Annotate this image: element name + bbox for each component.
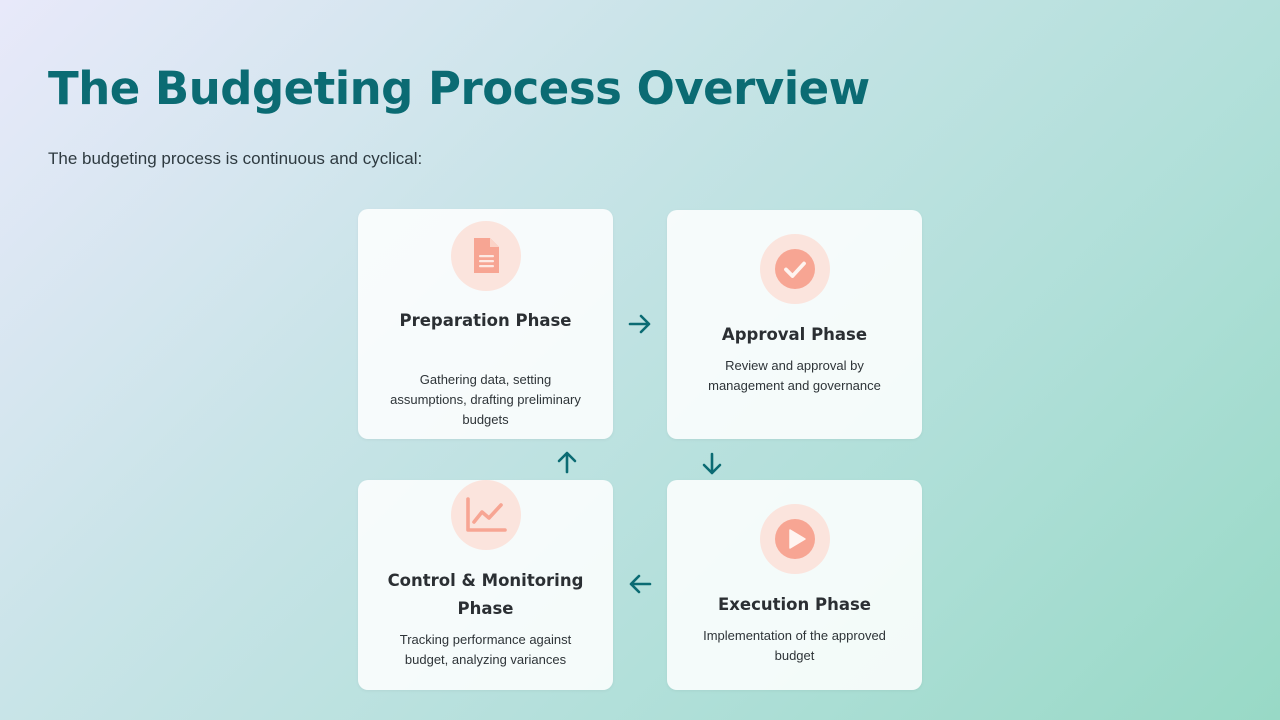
line-chart-icon [465, 497, 507, 532]
phase-title: Execution Phase [718, 595, 871, 614]
page-subtitle: The budgeting process is continuous and … [48, 149, 423, 168]
phase-description: Review and approval by management and go… [708, 358, 881, 393]
check-circle-icon [774, 249, 815, 289]
phase-title: Preparation Phase [399, 311, 572, 330]
document-icon [473, 238, 499, 273]
play-circle-icon [774, 519, 815, 559]
phase-description: Gathering data, setting assumptions, dra… [390, 372, 581, 427]
play-circle-icon-badge [759, 504, 830, 574]
phase-title: Approval Phase [721, 325, 868, 344]
arrow-left-icon [629, 574, 652, 594]
check-circle-icon-badge [759, 234, 830, 304]
document-icon-badge [450, 221, 521, 291]
phase-title: Control & Monitoring Phase [387, 571, 584, 618]
phase-description: Tracking performance against budget, ana… [399, 632, 572, 667]
card-approval-phase: Approval Phase Review and approval by ma… [667, 210, 922, 439]
card-execution-phase: Execution Phase Implementation of the ap… [667, 480, 922, 690]
arrow-right-icon [628, 314, 651, 334]
line-chart-icon-badge [450, 480, 521, 550]
arrow-up-icon [557, 451, 577, 474]
card-preparation-phase: Preparation Phase Gathering data, settin… [358, 209, 613, 439]
phase-description: Implementation of the approved budget [703, 628, 886, 663]
page-title: The Budgeting Process Overview [48, 62, 870, 115]
arrow-down-icon [702, 452, 722, 475]
card-control-monitoring-phase: Control & Monitoring Phase Tracking perf… [358, 480, 613, 690]
